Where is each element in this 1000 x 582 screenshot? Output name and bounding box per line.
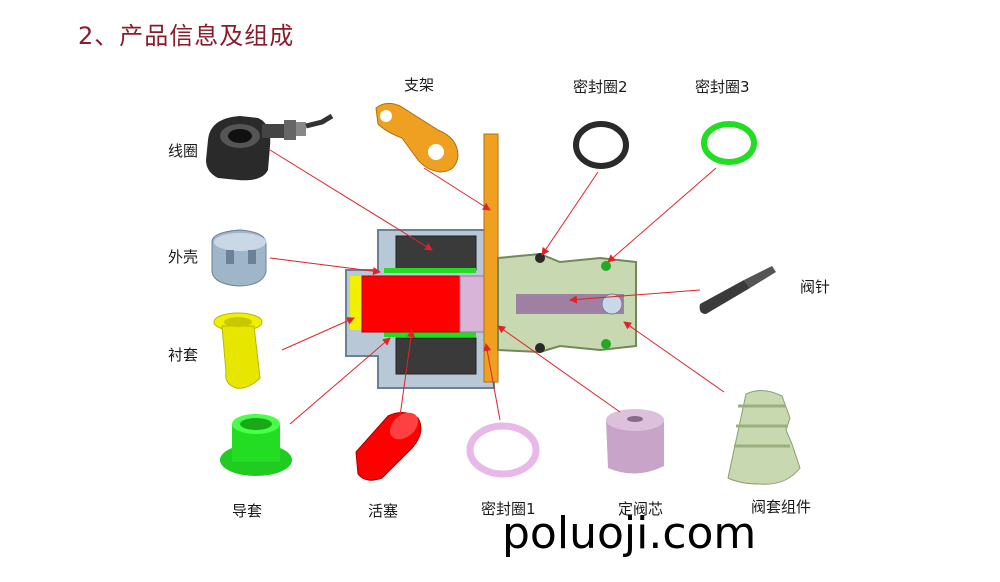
page-title: 2、产品信息及组成 (78, 22, 295, 50)
label-piston: 活塞 (368, 502, 399, 520)
label-liner: 衬套 (168, 346, 199, 364)
label-seal2: 密封圈2 (573, 78, 628, 96)
label-valve-needle: 阀针 (800, 278, 831, 296)
seal3-part (701, 121, 757, 165)
liner-part (213, 312, 263, 389)
label-seal3: 密封圈3 (695, 78, 750, 96)
valve-sleeve-assembly-part (727, 390, 801, 485)
seal1-part (466, 422, 540, 478)
label-bracket: 支架 (404, 76, 435, 94)
fixed-core-part (606, 409, 664, 474)
label-fixed-core: 定阀芯 (618, 500, 664, 518)
label-seal1: 密封圈1 (481, 500, 536, 518)
label-coil: 线圈 (168, 142, 199, 160)
watermark-text: poluoji.com (502, 508, 757, 559)
leader-lines (269, 149, 725, 425)
label-valve-sleeve-assembly: 阀套组件 (751, 498, 812, 516)
guide-sleeve-part (220, 414, 292, 476)
coil-part (206, 113, 334, 181)
cross-section-assembly (345, 133, 637, 389)
piston-part (355, 412, 422, 481)
housing-part (211, 229, 267, 287)
bracket-part (375, 102, 459, 173)
label-guide-sleeve: 导套 (232, 502, 263, 520)
valve-needle-part (699, 266, 776, 314)
label-housing: 外壳 (168, 248, 199, 266)
seal2-part (573, 121, 629, 169)
